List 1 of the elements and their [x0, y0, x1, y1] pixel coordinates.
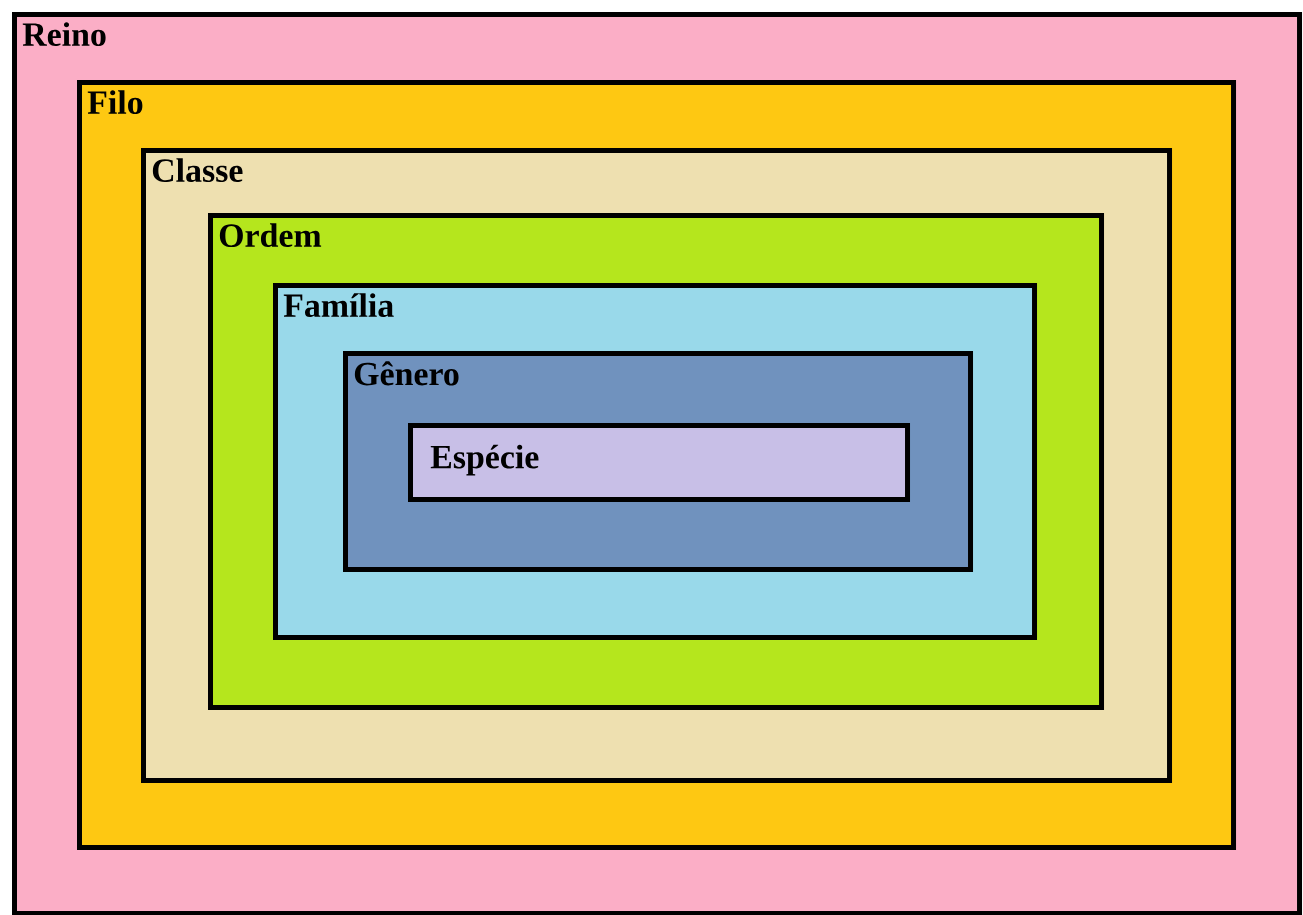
- rank-box: Espécie: [408, 423, 910, 502]
